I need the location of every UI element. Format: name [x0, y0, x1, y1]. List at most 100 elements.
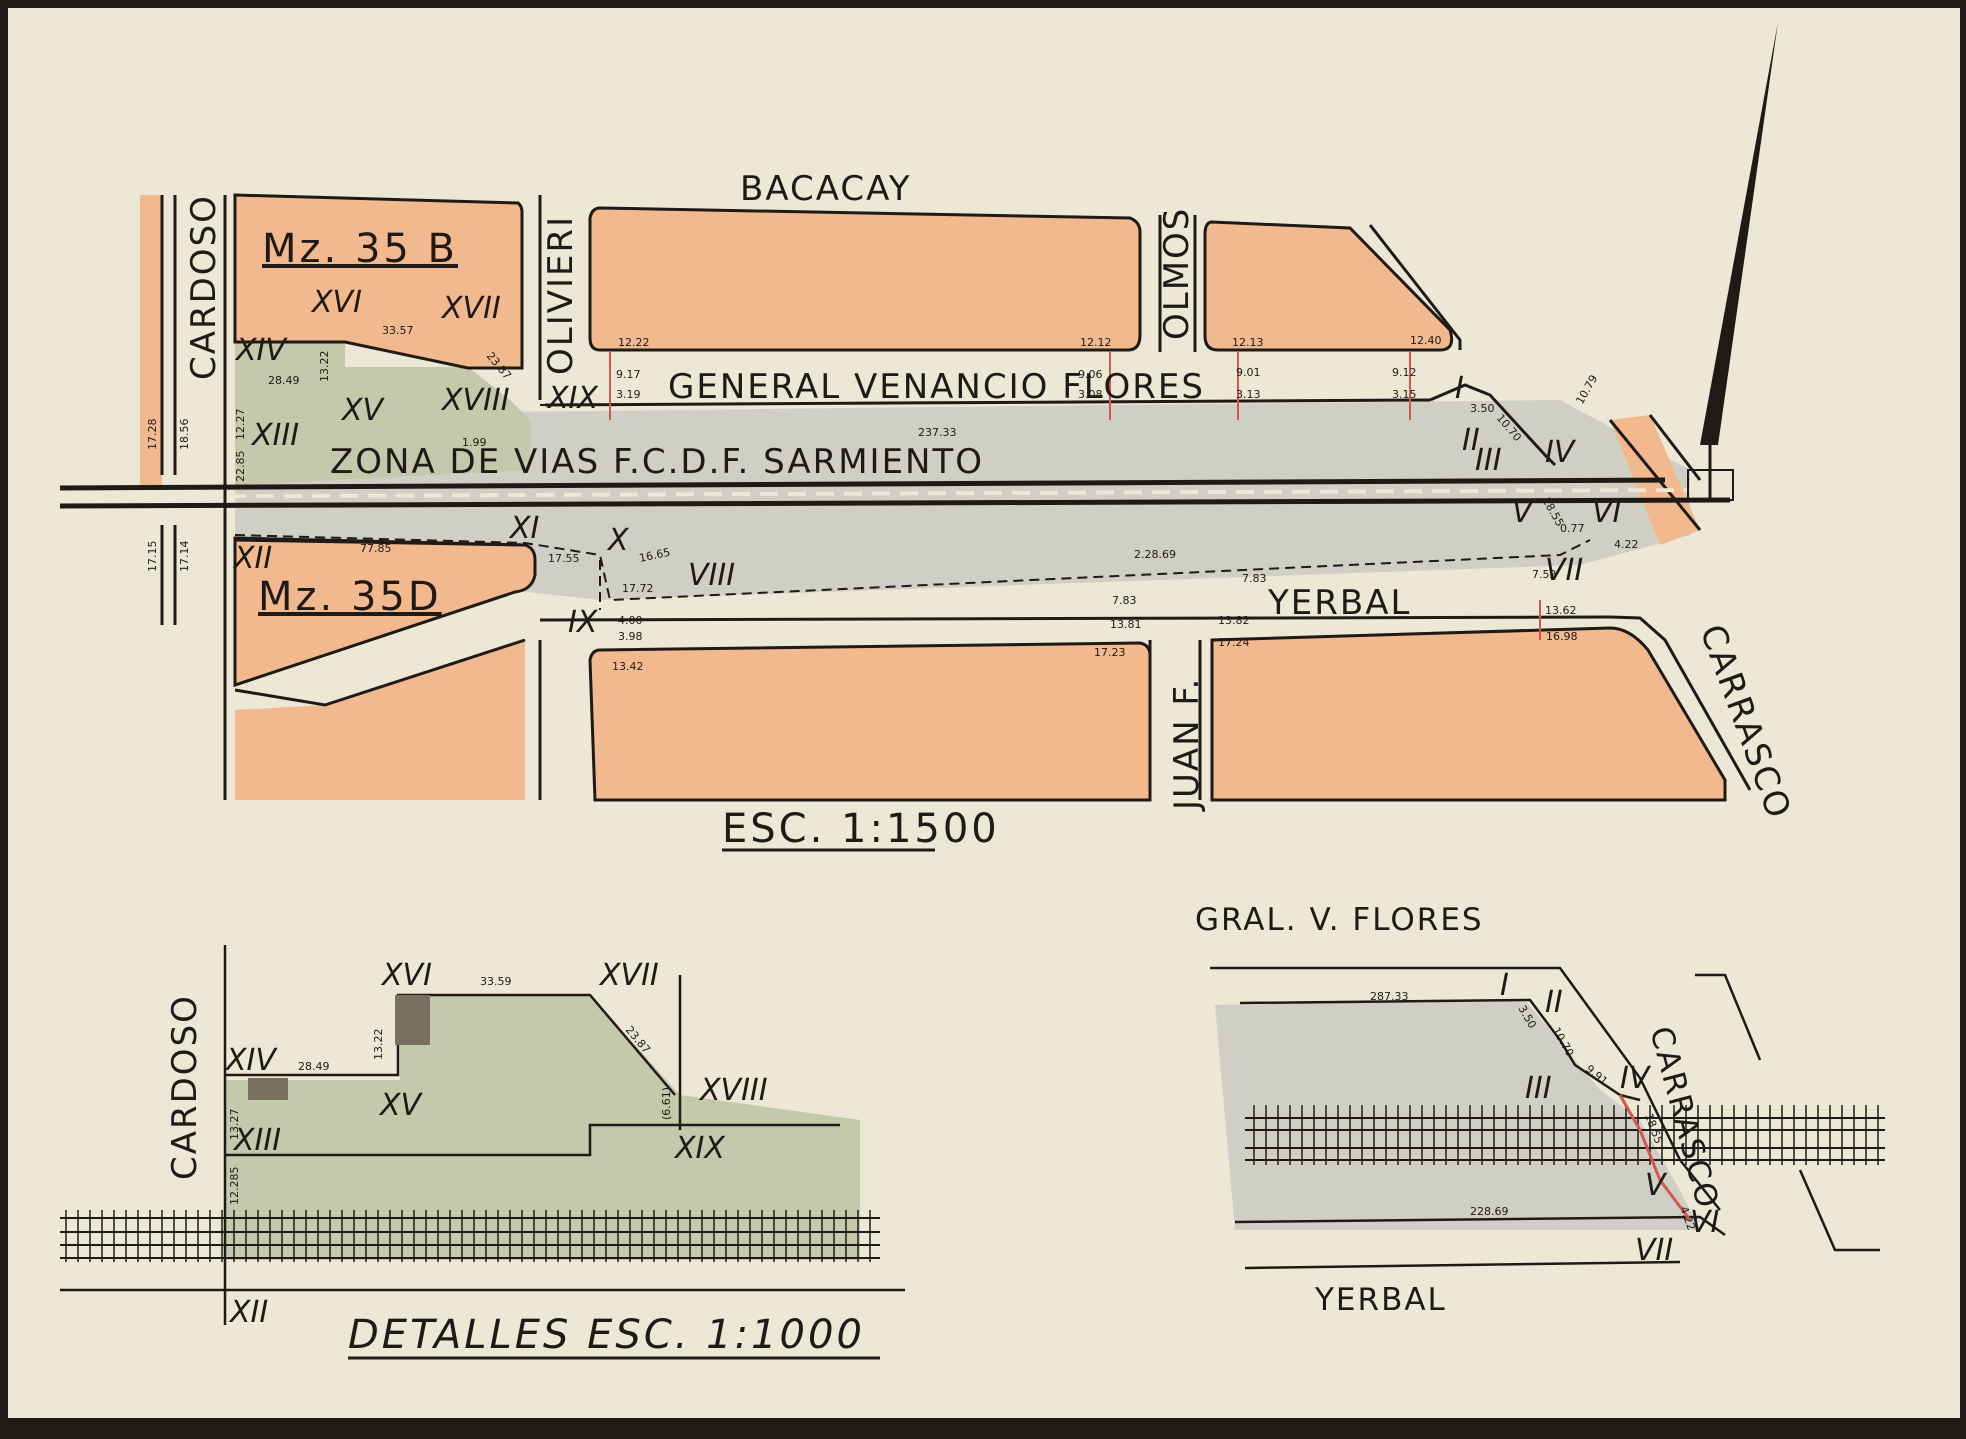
street-olmos: OLMOS [1157, 207, 1197, 340]
railway-line [59, 477, 1731, 509]
measure: 22.85 [234, 451, 247, 483]
measure: 12.22 [618, 336, 650, 349]
measure: 16.65 [638, 546, 672, 565]
point-XVI: XVI [310, 285, 362, 320]
point-XV: XV [340, 393, 386, 428]
measure: 77.85 [360, 542, 392, 555]
measure: 3.15 [1392, 388, 1417, 401]
point-XVIII: XVIII [440, 383, 510, 418]
main-scale-label: ESC. 1:1500 [722, 806, 1000, 852]
street-juan-f: JUAN F. [1167, 677, 1207, 812]
point-XVII: XVII [440, 291, 501, 326]
point-V: V [1512, 495, 1535, 530]
measure: 4.22 [1614, 538, 1639, 551]
detail-point-XV: XV [378, 1088, 424, 1123]
measure: 9.12 [1392, 366, 1417, 379]
block-west-of-cardoso [140, 195, 162, 485]
block-olmos [1203, 220, 1454, 352]
boundary-lines [234, 399, 1591, 610]
detail-right-street-flores: GRAL. V. FLORES [1195, 902, 1484, 938]
detail-measure: 28.49 [298, 1060, 330, 1073]
rail-zone-label: ZONA DE VIAS F.C.D.F. SARMIENTO [330, 442, 984, 482]
detail-point-XIII: XIII [232, 1123, 281, 1158]
survey-red-ticks [609, 352, 1541, 640]
measure: 4.00 [618, 614, 643, 627]
measure: 237.33 [918, 426, 957, 439]
detail-right-point-VI: VI [1690, 1205, 1720, 1240]
measure: 13.62 [1545, 604, 1577, 617]
point-VIII: VIII [688, 558, 735, 593]
measure: 18.56 [178, 419, 191, 451]
point-IX: IX [568, 605, 599, 640]
measure: 3.08 [1078, 388, 1103, 401]
detail-right-measure: 287.33 [1370, 990, 1409, 1003]
measure: 28.49 [268, 374, 300, 387]
main-map: BACACAY CARDOSO OLIVIERI OLMOS GENERAL V… [59, 22, 1799, 852]
point-XIII: XIII [250, 418, 299, 453]
measure: 3.50 [1470, 402, 1495, 415]
point-III: III [1475, 443, 1502, 478]
detail-point-XIX: XIX [673, 1131, 726, 1166]
street-bacacay: BACACAY [740, 169, 912, 209]
point-X: X [606, 523, 630, 558]
measure: 13.82 [1218, 614, 1250, 627]
block-label-mz35b: Mz. 35 B [262, 226, 458, 272]
point-II: II [1462, 423, 1480, 458]
detail-right-point-III: III [1525, 1071, 1552, 1106]
street-general-venancio-flores: GENERAL VENANCIO FLORES [668, 367, 1205, 407]
detail-left-street-cardoso: CARDOSO [165, 994, 205, 1180]
detail-measure: 33.59 [480, 975, 512, 988]
railway-plot-green [235, 342, 530, 485]
point-I: I [1455, 371, 1464, 406]
point-VII: VII [1545, 553, 1583, 588]
measure: 17.15 [146, 541, 159, 573]
measure: 9.06 [1078, 368, 1103, 381]
detail-point-XII: XII [228, 1295, 268, 1330]
measure: 17.55 [548, 552, 580, 565]
detail-right-point-V: V [1645, 1168, 1668, 1203]
measure: 7.83 [1242, 572, 1267, 585]
detail-measure: 13.27 [228, 1109, 241, 1141]
measure: 17.24 [1218, 636, 1250, 649]
measure: 3.98 [618, 630, 643, 643]
point-XII: XII [232, 541, 272, 576]
measure: 17.72 [622, 582, 654, 595]
measure: 16.98 [1546, 630, 1578, 643]
measure: 12.13 [1232, 336, 1264, 349]
measure: 33.57 [382, 324, 414, 337]
block-yerbal-west [588, 641, 1152, 802]
detail-right-street-yerbal: YERBAL [1314, 1282, 1447, 1318]
block-yerbal-east [1210, 626, 1727, 802]
measure: 17.14 [178, 541, 191, 573]
detail-measure: 13.22 [372, 1029, 385, 1061]
rail-zone-area [235, 400, 1690, 600]
measure: 1.99 [462, 436, 487, 449]
measure: 13.81 [1110, 618, 1142, 631]
detail-right-point-II: II [1545, 985, 1563, 1020]
measure: 3.13 [1236, 388, 1261, 401]
detail-right-point-IV: IV [1620, 1061, 1652, 1096]
detail-point-XVII: XVII [598, 958, 659, 993]
street-cardoso: CARDOSO [184, 194, 224, 380]
details-scale-label: DETALLES ESC. 1:1000 [348, 1312, 865, 1358]
detail-left-green-area [225, 995, 860, 1260]
detail-right-point-I: I [1500, 968, 1509, 1003]
measure: 7.52 [1532, 568, 1557, 581]
measure: 9.01 [1236, 366, 1261, 379]
measure: 13.22 [318, 351, 331, 383]
measure: 12.12 [1080, 336, 1112, 349]
point-XI: XI [508, 511, 540, 546]
measure: 7.83 [1112, 594, 1137, 607]
detail-point-XIV: XIV [224, 1043, 278, 1078]
detail-right-point-VII: VII [1635, 1233, 1673, 1268]
measure: 9.17 [616, 368, 641, 381]
point-XIV: XIV [234, 333, 288, 368]
detail-right-measure: 228.69 [1470, 1205, 1509, 1218]
north-arrow [1687, 22, 1778, 501]
block-label-mz35d: Mz. 35D [258, 574, 442, 620]
block-south-mz35d [235, 640, 525, 800]
block-mz35d [233, 536, 537, 688]
point-XIX: XIX [546, 381, 599, 416]
